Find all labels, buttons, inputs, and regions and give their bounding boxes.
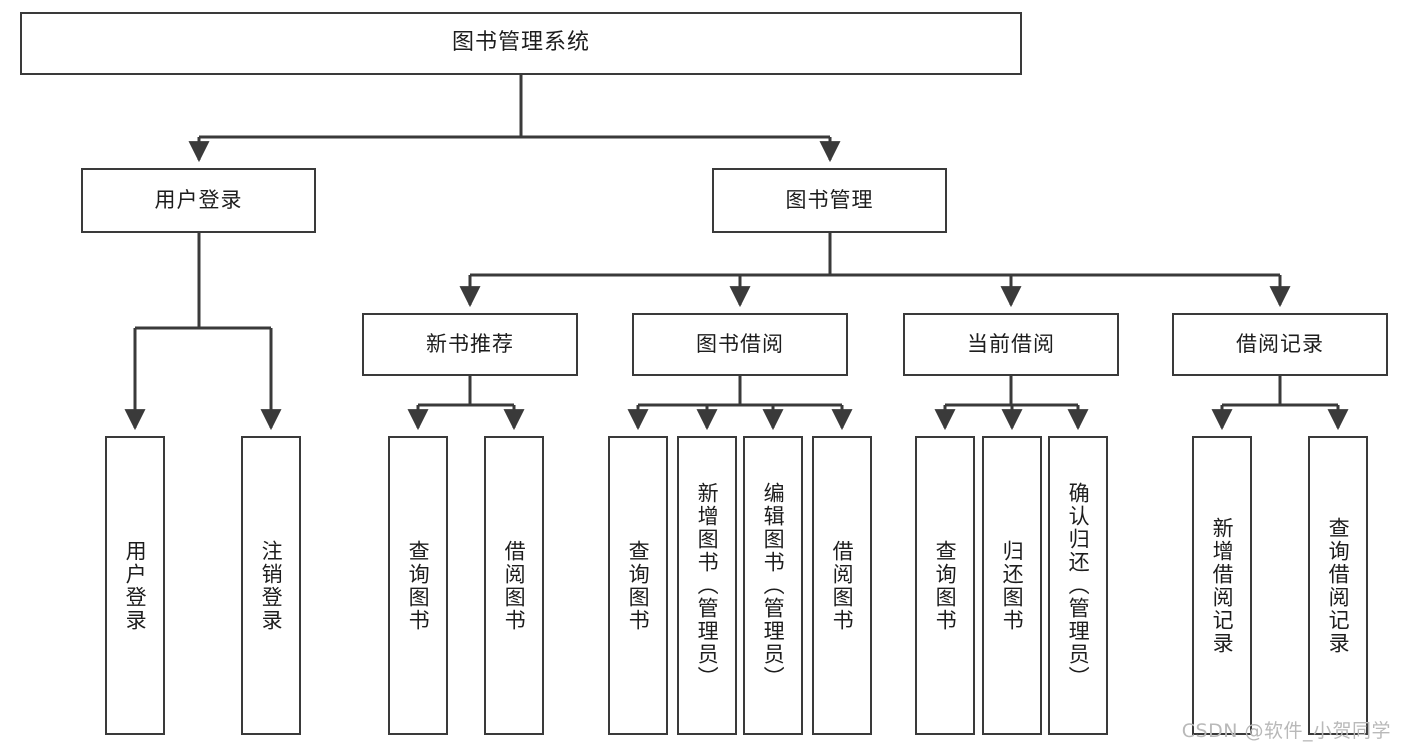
node-leaf-query-book-borrow[interactable]: 查询图书 bbox=[608, 436, 668, 735]
node-borrow-record[interactable]: 借阅记录 bbox=[1172, 313, 1388, 376]
node-leaf-query-borrow-record[interactable]: 查询借阅记录 bbox=[1308, 436, 1368, 735]
node-label: 图书管理 bbox=[785, 187, 874, 212]
node-label: 用户登录 bbox=[154, 187, 243, 212]
node-label: 注销登录 bbox=[259, 539, 284, 632]
node-label: 图书管理系统 bbox=[451, 30, 590, 56]
node-leaf-borrow-book[interactable]: 借阅图书 bbox=[812, 436, 872, 735]
node-label: 新增借阅记录 bbox=[1210, 516, 1235, 655]
node-label: 归还图书 bbox=[1000, 539, 1025, 632]
node-label: 借阅图书 bbox=[502, 539, 527, 632]
node-root-book-management-system[interactable]: 图书管理系统 bbox=[20, 12, 1022, 75]
node-label: 用户登录 bbox=[123, 539, 148, 632]
node-label: 查询图书 bbox=[933, 539, 958, 632]
watermark: CSDN @软件_小贺同学 bbox=[1181, 720, 1391, 742]
node-label: 借阅图书 bbox=[830, 539, 855, 632]
node-leaf-user-login[interactable]: 用户登录 bbox=[105, 436, 165, 735]
node-leaf-query-book-current[interactable]: 查询图书 bbox=[915, 436, 975, 735]
node-leaf-return-book[interactable]: 归还图书 bbox=[982, 436, 1042, 735]
node-label: 借阅记录 bbox=[1236, 331, 1324, 356]
node-label: 图书借阅 bbox=[696, 331, 784, 356]
node-leaf-confirm-return-admin[interactable]: 确认归还（管理员） bbox=[1048, 436, 1108, 735]
node-new-book-recommend[interactable]: 新书推荐 bbox=[362, 313, 578, 376]
node-book-borrow[interactable]: 图书借阅 bbox=[632, 313, 848, 376]
node-label: 新书推荐 bbox=[426, 331, 514, 356]
node-leaf-add-book-admin[interactable]: 新增图书（管理员） bbox=[677, 436, 737, 735]
node-label: 查询借阅记录 bbox=[1326, 516, 1351, 655]
node-label: 当前借阅 bbox=[967, 331, 1055, 356]
node-leaf-query-book-newbook[interactable]: 查询图书 bbox=[388, 436, 448, 735]
node-label: 确认归还（管理员） bbox=[1066, 482, 1091, 689]
node-user-login[interactable]: 用户登录 bbox=[81, 168, 316, 233]
node-leaf-borrow-book-newbook[interactable]: 借阅图书 bbox=[484, 436, 544, 735]
node-leaf-add-borrow-record[interactable]: 新增借阅记录 bbox=[1192, 436, 1252, 735]
node-book-management[interactable]: 图书管理 bbox=[712, 168, 947, 233]
node-label: 编辑图书（管理员） bbox=[761, 482, 786, 689]
node-leaf-edit-book-admin[interactable]: 编辑图书（管理员） bbox=[743, 436, 803, 735]
node-label: 新增图书（管理员） bbox=[695, 482, 720, 689]
node-label: 查询图书 bbox=[626, 539, 651, 632]
node-label: 查询图书 bbox=[406, 539, 431, 632]
node-current-borrow[interactable]: 当前借阅 bbox=[903, 313, 1119, 376]
node-leaf-logout[interactable]: 注销登录 bbox=[241, 436, 301, 735]
